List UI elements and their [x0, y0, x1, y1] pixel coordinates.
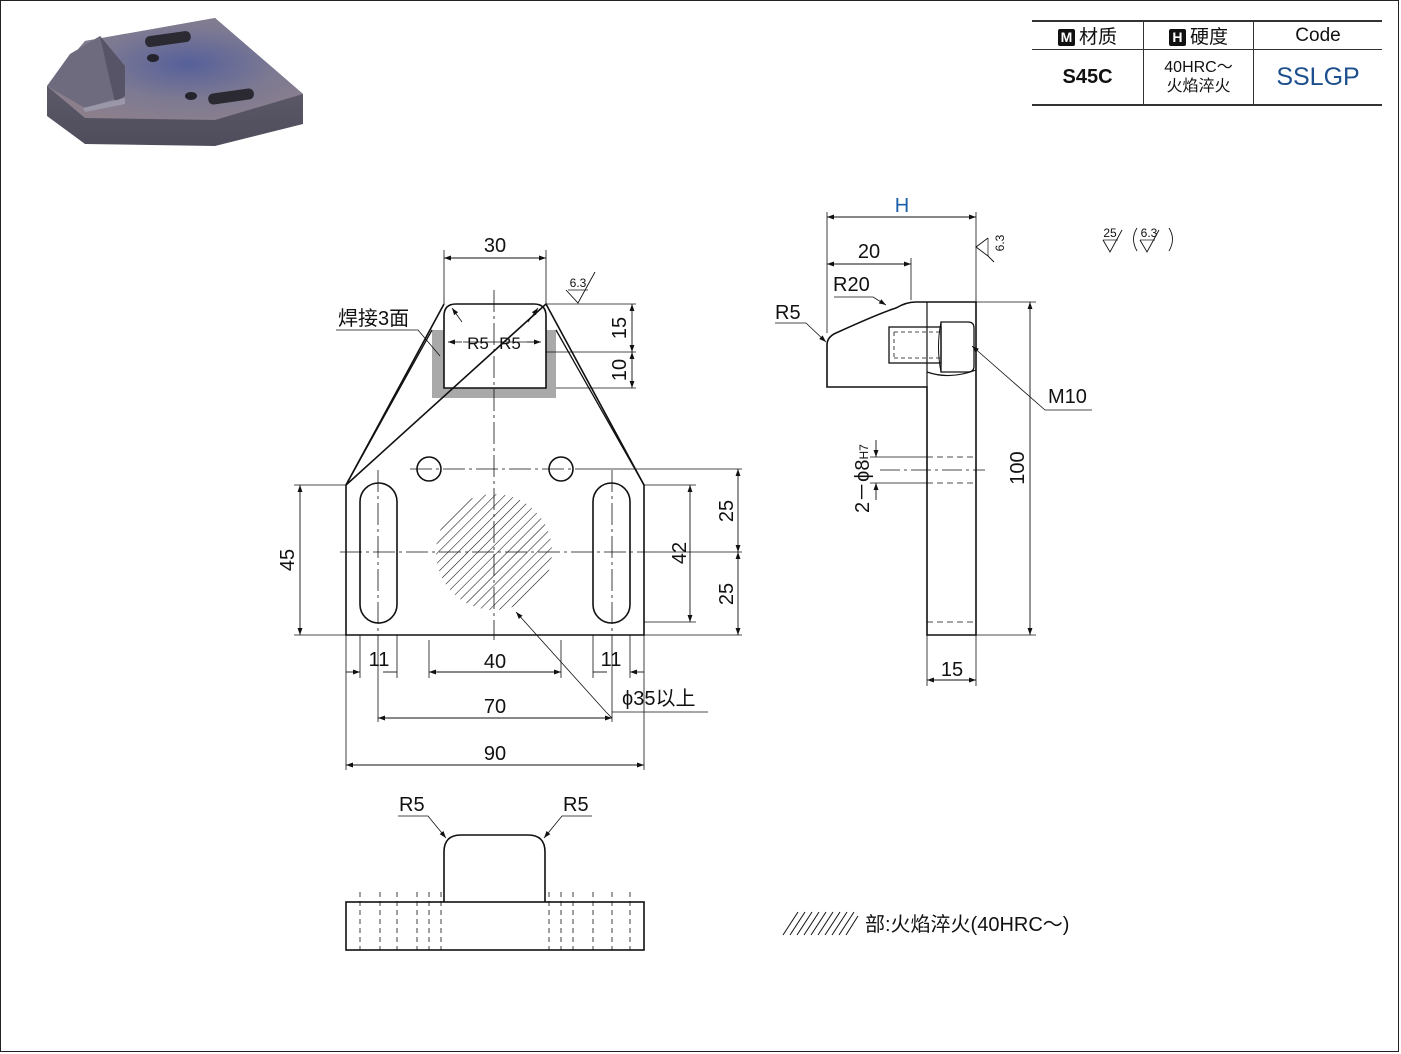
thread-body: [888, 326, 942, 364]
dim-H: H: [895, 195, 909, 217]
dim-42: 42: [669, 542, 691, 564]
material-badge-icon: M: [1057, 29, 1075, 46]
dim-100: 100: [1007, 451, 1029, 484]
slot-right: [592, 482, 631, 624]
weld-note: 焊接3面: [338, 307, 409, 330]
hardened-diameter-note: ϕ35以上: [622, 687, 695, 710]
roughness-front: 6.3: [570, 276, 587, 290]
hardness-value-cell: 40HRC～ 火焰淬火: [1143, 49, 1254, 106]
material-value: S45C: [1032, 49, 1144, 106]
dim-11-right: 11: [601, 649, 622, 671]
weld-zone: [432, 330, 556, 398]
code-header: Code: [1253, 20, 1382, 50]
dim-15-side: 15: [941, 659, 963, 681]
gusset-edges: [345, 329, 645, 486]
radius-right-label: R5: [499, 334, 521, 353]
product-photo: [47, 18, 303, 146]
roughness-legend-paren: 6.3: [1141, 226, 1158, 240]
bottom-radius-left: R5: [399, 794, 425, 816]
roughness-side: 6.3: [993, 234, 1007, 251]
hardness-value-line1: 40HRC～: [1164, 59, 1233, 76]
radius-R5-side: R5: [775, 302, 801, 324]
dim-15-front: 15: [609, 317, 631, 339]
radius-R20: R20: [833, 274, 870, 296]
radius-left-label: R5: [467, 334, 489, 353]
bottom-radius-right: R5: [563, 794, 589, 816]
roughness-legend: [1102, 227, 1173, 253]
dim-11-left: 11: [369, 649, 390, 671]
code-value: SSLGP: [1253, 49, 1382, 106]
hatch-legend-text: 部:火焰淬火(40HRC～): [865, 913, 1069, 936]
bottom-view: [345, 815, 645, 951]
dim-top-width: 30: [484, 235, 506, 257]
dim-70: 70: [484, 696, 506, 718]
thread-M10: M10: [1048, 386, 1087, 408]
dim-25-upper: 25: [716, 500, 738, 522]
side-profile: [826, 301, 977, 636]
hardness-badge-icon: H: [1168, 29, 1186, 46]
slot-left: [359, 482, 398, 624]
bottom-base: [345, 901, 645, 951]
dim-10-front: 10: [609, 359, 631, 381]
hole-note: 2－ϕ8H7: [852, 444, 874, 513]
roughness-legend-main: 25: [1103, 226, 1117, 240]
front-view: [294, 250, 742, 770]
hardness-value-line2: 火焰淬火: [1166, 78, 1231, 95]
dim-25-lower: 25: [716, 583, 738, 605]
dim-20: 20: [858, 241, 880, 263]
upright-block: [443, 303, 547, 389]
dim-40: 40: [484, 651, 506, 673]
dim-90: 90: [484, 743, 506, 765]
side-view: [775, 212, 1092, 686]
material-header: 材质: [1078, 27, 1117, 48]
bottom-upright: [443, 834, 546, 902]
hatch-legend-swatch: [782, 911, 859, 936]
front-center-lines: [340, 290, 650, 640]
dim-45: 45: [277, 549, 299, 571]
hardness-header: 硬度: [1189, 27, 1228, 48]
